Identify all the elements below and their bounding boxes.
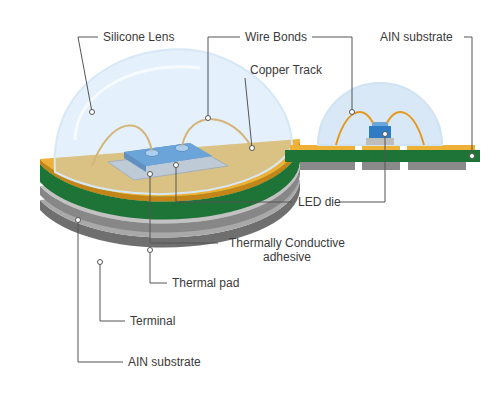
leader-line	[176, 165, 292, 202]
die-top-section	[372, 122, 388, 126]
die-section	[369, 126, 391, 138]
leader-dot	[76, 218, 81, 223]
leader-dot	[90, 110, 95, 115]
part-label: Copper Track	[250, 63, 350, 77]
leader-dot	[174, 163, 179, 168]
leader-dot	[148, 248, 153, 253]
leader-line	[245, 78, 252, 148]
adhesive-section	[366, 138, 394, 145]
leader-line	[340, 134, 385, 202]
leader-dot	[250, 146, 255, 151]
part-label: Thermally Conductive adhesive	[222, 236, 352, 264]
leader-line	[150, 250, 167, 283]
leader-dot	[98, 260, 103, 265]
leader-line	[208, 37, 240, 118]
leader-line	[100, 262, 125, 321]
part-label: LED die	[298, 195, 358, 209]
part-label: Thermal pad	[172, 276, 272, 290]
leader-line	[150, 174, 218, 243]
part-label: AIN substrate	[128, 355, 238, 369]
leader-dots	[76, 110, 475, 265]
leader-line	[78, 37, 98, 112]
lens-section	[318, 83, 442, 145]
wire-bond	[336, 112, 373, 145]
leader-dot	[148, 172, 153, 177]
leader-dot	[206, 116, 211, 121]
leader-dot	[470, 154, 475, 159]
leader-dot	[383, 132, 388, 137]
thermal-pad-block	[362, 162, 400, 170]
leader-line	[464, 37, 472, 156]
substrate-section	[285, 150, 480, 162]
part-label: Terminal	[130, 314, 230, 328]
terminal-block	[408, 162, 466, 170]
leader-dot	[350, 110, 355, 115]
part-label: AIN substrate	[380, 30, 480, 44]
lens-highlight	[75, 67, 200, 140]
leader-line	[78, 220, 123, 362]
part-label: Wire Bonds	[245, 30, 335, 44]
terminal-block	[300, 162, 355, 170]
part-label: Silicone Lens	[103, 30, 223, 44]
leader-lines	[78, 37, 472, 362]
wire-bond	[387, 112, 424, 145]
